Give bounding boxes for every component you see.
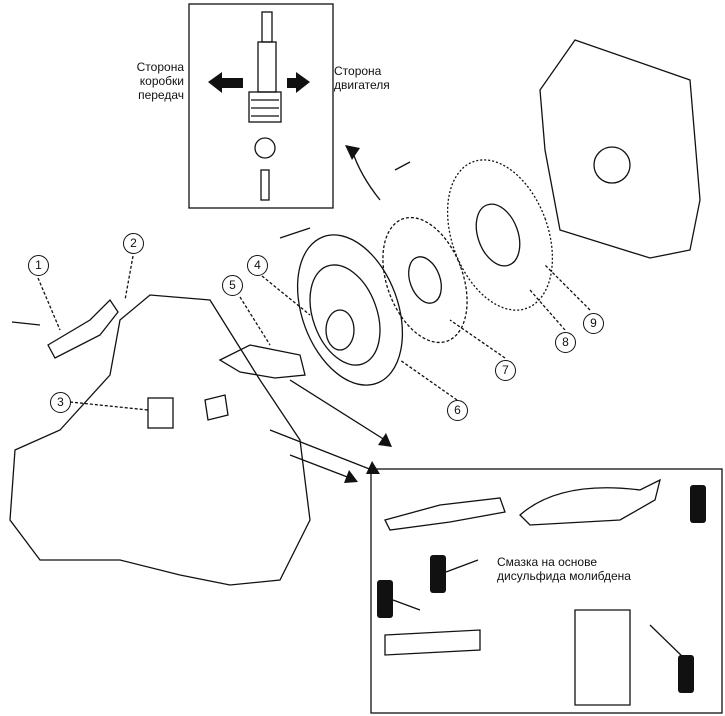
housing-section xyxy=(574,609,631,706)
release-bearing xyxy=(325,309,355,351)
gearbox-side-label: Сторона коробки передач xyxy=(136,60,184,102)
release-fork xyxy=(218,344,306,379)
transmission xyxy=(9,294,311,586)
callout-6: 6 xyxy=(447,400,468,421)
input-shaft xyxy=(384,629,481,656)
callout-1: 1 xyxy=(28,255,49,276)
callout-4: 4 xyxy=(247,255,268,276)
callout-7: 7 xyxy=(495,360,516,381)
fork-top-view xyxy=(519,478,661,526)
engine-plate xyxy=(539,39,701,259)
grease-tube-icons xyxy=(377,485,706,693)
release-direction-inset xyxy=(188,3,334,209)
lubrication-inset xyxy=(370,468,723,714)
callout-9: 9 xyxy=(583,313,604,334)
clutch-disc xyxy=(382,216,468,344)
slave-cylinder xyxy=(47,298,119,359)
callout-5: 5 xyxy=(222,275,243,296)
callout-2: 2 xyxy=(123,233,144,254)
engine-side-label: Сторона двигателя xyxy=(334,64,390,92)
left-arrow-icon xyxy=(208,72,243,93)
flywheel xyxy=(446,159,554,311)
callout-3: 3 xyxy=(50,392,71,413)
grease-label: Смазка на основе дисульфида молибдена xyxy=(497,555,631,583)
callout-8: 8 xyxy=(555,332,576,353)
pressure-plate xyxy=(296,234,404,386)
fork-side-view xyxy=(384,497,506,531)
right-arrow-icon xyxy=(287,72,310,93)
